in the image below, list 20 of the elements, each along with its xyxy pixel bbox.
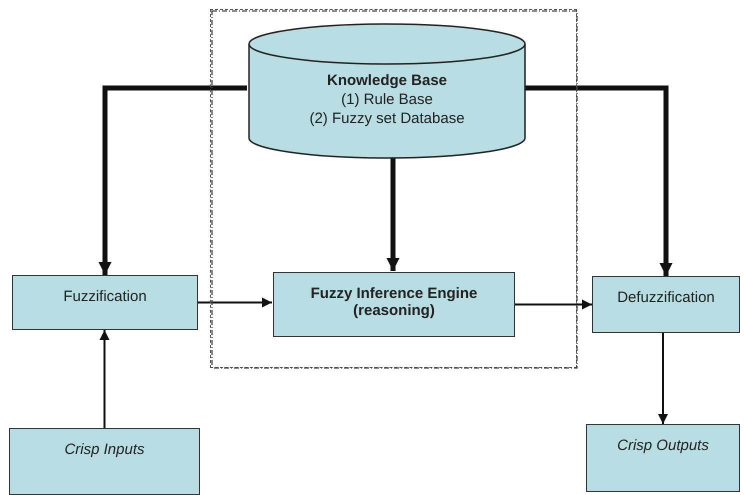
arrow	[198, 298, 272, 308]
arrow	[514, 300, 592, 310]
node-label: Fuzzification	[63, 288, 147, 305]
arrow	[658, 333, 668, 424]
arrow	[525, 86, 672, 276]
node-label: Crisp Outputs	[617, 437, 709, 454]
process-box	[592, 276, 740, 333]
process-box	[9, 428, 200, 495]
arrow	[100, 330, 110, 428]
arrow	[386, 158, 400, 271]
node-label: (2) Fuzzy set Database	[309, 109, 465, 128]
heading: Knowledge Base	[326, 71, 448, 90]
node-label: Fuzzy Inference Engine (reasoning)	[310, 285, 478, 319]
arrow	[98, 86, 247, 275]
node-label: (1) Rule Base	[341, 90, 433, 109]
node-label: Defuzzification	[617, 289, 715, 306]
process-box	[586, 424, 740, 492]
process-box	[12, 275, 198, 330]
process-box	[273, 272, 515, 337]
node-label: Crisp Inputs	[64, 441, 145, 458]
